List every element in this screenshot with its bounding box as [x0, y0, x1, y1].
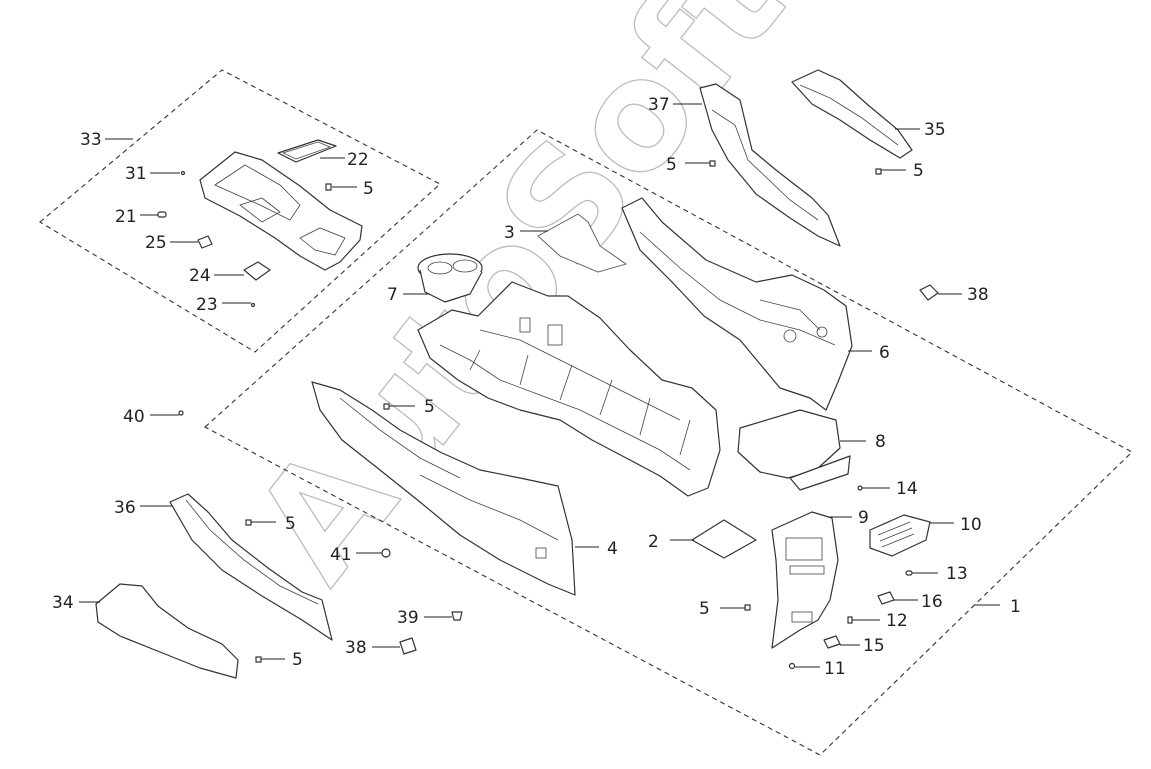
- part-button-16: [877, 591, 895, 605]
- part-clip-5g: [255, 656, 262, 663]
- part-screw-11: [788, 662, 796, 670]
- callout-16: 16: [921, 592, 943, 612]
- part-bracket-38b: [399, 637, 417, 655]
- part-button-15: [823, 635, 841, 649]
- callout-23: 23: [196, 295, 218, 315]
- callout-5: 5: [292, 650, 303, 670]
- callout-38: 38: [967, 285, 989, 305]
- part-screw-39: [451, 611, 463, 621]
- part-console-upper-trim: [199, 151, 363, 271]
- callout-39: 39: [397, 608, 419, 628]
- part-lower-trim-34: [95, 583, 239, 679]
- part-clip-21: [157, 211, 167, 218]
- callout-22: 22: [347, 150, 369, 170]
- callout-4: 4: [607, 539, 618, 559]
- part-nut-41: [381, 548, 391, 558]
- callout-35: 35: [924, 120, 946, 140]
- part-cap-25: [197, 235, 213, 249]
- callout-6: 6: [879, 343, 890, 363]
- leader-lines: [79, 103, 1000, 668]
- callout-7: 7: [387, 285, 398, 305]
- callout-24: 24: [189, 266, 211, 286]
- part-cover-2: [691, 519, 757, 559]
- callout-3: 3: [504, 223, 515, 243]
- part-side-panel-37: [699, 83, 841, 247]
- part-cup-holder-7: [417, 253, 483, 303]
- part-insulation-3: [537, 213, 628, 273]
- part-clip-5c: [875, 168, 882, 175]
- callout-34: 34: [52, 593, 74, 613]
- callout-21: 21: [115, 207, 137, 227]
- part-trim-strip-35: [791, 69, 913, 159]
- callout-15: 15: [863, 636, 885, 656]
- part-clip-14: [857, 485, 863, 491]
- callout-14: 14: [896, 479, 918, 499]
- part-switch-panel-9: [771, 511, 839, 649]
- part-side-panel-4: [311, 381, 576, 596]
- callout-41: 41: [330, 545, 352, 565]
- callout-13: 13: [946, 564, 968, 584]
- callout-labels: 33 31 22 5 21 25 24 23 37 35 5 5 3 7 38 …: [52, 95, 1021, 679]
- callout-5: 5: [913, 161, 924, 181]
- part-clip-5a: [325, 183, 332, 191]
- callout-37: 37: [648, 95, 670, 115]
- part-clip-5e: [245, 519, 252, 526]
- callout-5: 5: [699, 599, 710, 619]
- callout-5: 5: [666, 155, 677, 175]
- callout-33: 33: [80, 130, 102, 150]
- callout-11: 11: [824, 659, 846, 679]
- callout-36: 36: [114, 498, 136, 518]
- callout-40: 40: [123, 407, 145, 427]
- part-rear-panel-6: [621, 197, 853, 411]
- part-clip-5f: [744, 604, 751, 611]
- part-clip-5b: [709, 160, 716, 167]
- part-clip-5d: [383, 403, 390, 410]
- part-cover-24: [243, 261, 271, 281]
- callout-5: 5: [424, 397, 435, 417]
- callout-10: 10: [960, 515, 982, 535]
- callout-25: 25: [145, 233, 167, 253]
- callout-1: 1: [1010, 597, 1021, 617]
- part-armrest-8: [737, 409, 851, 491]
- callout-8: 8: [875, 432, 886, 452]
- part-pad-22: [277, 139, 337, 163]
- part-console-upper-trim-detail: [214, 164, 346, 256]
- callout-38: 38: [345, 638, 367, 658]
- part-clip-12: [847, 616, 853, 624]
- callout-9: 9: [858, 508, 869, 528]
- callout-31: 31: [125, 164, 147, 184]
- callout-5: 5: [363, 179, 374, 199]
- callout-5: 5: [285, 514, 296, 534]
- part-bracket-38a: [919, 284, 939, 301]
- part-screw-23: [250, 302, 256, 308]
- part-vent-10: [869, 514, 931, 557]
- callout-12: 12: [886, 611, 908, 631]
- part-clip-13: [905, 570, 913, 576]
- callout-2: 2: [648, 532, 659, 552]
- part-screw-40: [178, 410, 184, 416]
- part-screw-31: [180, 170, 186, 176]
